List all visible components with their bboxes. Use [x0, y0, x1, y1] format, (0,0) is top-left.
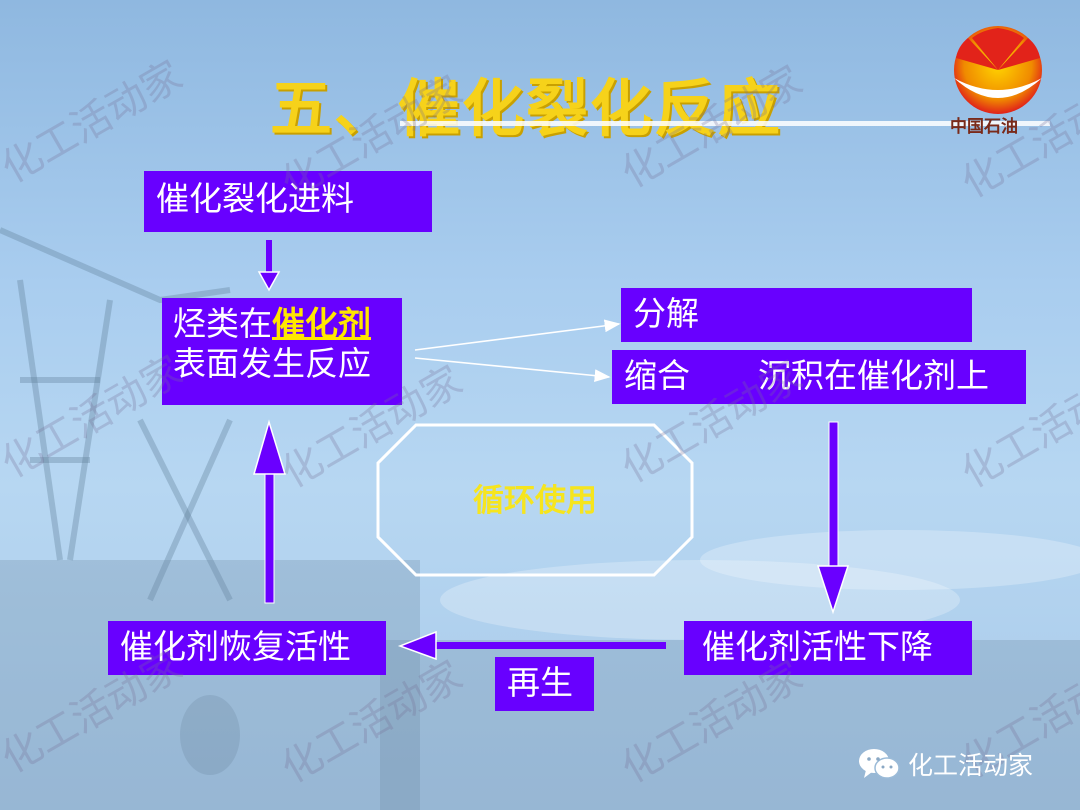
reaction-line-2: 表面发生反应	[173, 343, 371, 383]
activity-restore-label: 催化剂恢复活性	[120, 627, 351, 666]
regeneration-box: 再生	[495, 657, 594, 711]
deposit-label: 沉积在催化剂上	[758, 356, 989, 395]
title-underline	[400, 121, 1050, 126]
slide-title: 五、催化裂化反应	[270, 72, 783, 145]
reaction-box: 烃类在催化剂 表面发生反应	[162, 298, 402, 405]
cycle-label: 循环使用	[473, 483, 597, 519]
activity-restore-box: 催化剂恢复活性	[108, 621, 386, 675]
cycle-octagon	[376, 423, 694, 577]
reaction-prefix: 烃类在	[173, 304, 272, 343]
logo-text: 中国石油	[950, 117, 1018, 137]
wechat-icon	[859, 749, 900, 779]
activity-drop-label: 催化剂活性下降	[702, 627, 933, 666]
condensation-box: 缩合 沉积在催化剂上	[612, 350, 1026, 404]
decomposition-box: 分解	[621, 288, 972, 342]
feed-box: 催化裂化进料	[144, 171, 432, 232]
regeneration-label: 再生	[507, 663, 573, 702]
footer-account-name: 化工活动家	[908, 751, 1034, 780]
petrochina-logo-icon	[954, 26, 1042, 114]
decomposition-label: 分解	[633, 294, 699, 333]
feed-label: 催化裂化进料	[156, 179, 354, 218]
reaction-line-1: 烃类在催化剂	[173, 304, 402, 344]
catalyst-highlight: 催化剂	[272, 304, 371, 343]
condensation-label: 缩合	[624, 356, 690, 395]
footer-account[interactable]: 化工活动家	[858, 746, 1058, 780]
activity-drop-box: 催化剂活性下降	[684, 621, 972, 675]
